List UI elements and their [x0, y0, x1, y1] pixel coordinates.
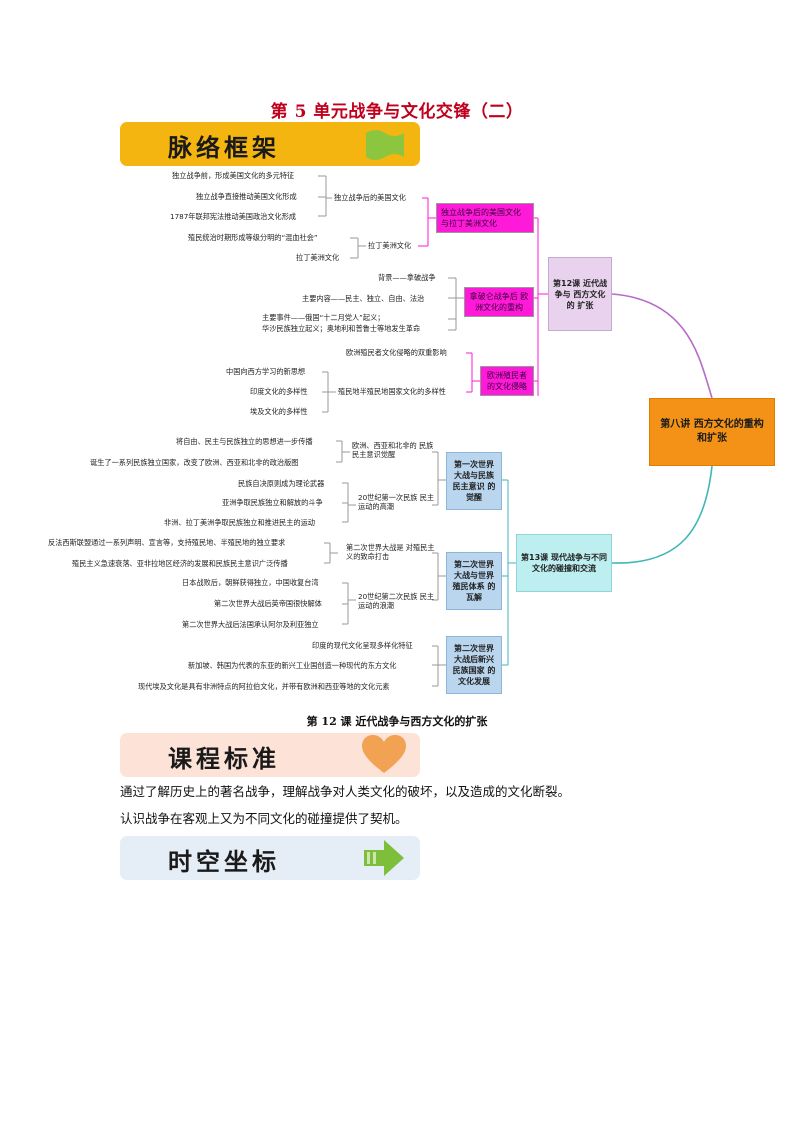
framework-banner-text: 脉络框架	[168, 133, 280, 162]
mindmap-center-label: 第八讲 西方文化的重构和扩张	[660, 419, 764, 444]
upper-item: 华沙民族独立起义；奥地利和普鲁士等地发生革命	[262, 324, 421, 333]
timeline-banner-text: 时空坐标	[168, 847, 280, 876]
upper-item: 拉丁美洲文化	[296, 253, 340, 262]
lower-sub-1-1: 欧洲、西亚和北非的 民族民主意识觉醒	[352, 441, 434, 459]
upper-topic-3: 欧洲殖民者 的文化侵略	[480, 366, 534, 396]
upper-item: 独立战争前，形成美国文化的多元特征	[172, 171, 295, 180]
lower-topic-2-label: 第二次世界 大战与世界 殖民体系 的瓦解	[452, 560, 496, 602]
page-title: 第 5 单元战争与文化交锋（二）	[270, 102, 524, 122]
upper-topic-3-label: 欧洲殖民者 的文化侵略	[487, 371, 527, 391]
upper-item: 埃及文化的多样性	[250, 407, 308, 416]
upper-item: 中国向西方学习的新思想	[226, 367, 306, 376]
lower-item: 印度的现代文化呈现多样化特征	[312, 641, 413, 650]
lower-topic-3: 第二次世界 大战后新兴 民族国家 的文化发展	[446, 636, 502, 694]
lesson-13-node: 第13课 现代战争与不同 文化的碰撞和交流	[516, 534, 612, 592]
lower-item: 第二次世界大战后英帝国很快解体	[214, 599, 322, 608]
flag-icon	[240, 128, 280, 162]
upper-topic-2: 拿破仑战争后 欧洲文化的重构	[464, 287, 534, 317]
lower-item: 日本战败后，朝鲜获得独立，中国收复台湾	[182, 578, 319, 587]
lower-item: 现代埃及文化是具有非洲特点的阿拉伯文化，并带有欧洲和西亚等地的文化元素	[138, 682, 390, 691]
lower-sub-1-2: 20世纪第一次民族 民主运动的高潮	[358, 493, 435, 511]
upper-item: 主要事件——俄国“十二月党人”起义；	[262, 313, 385, 322]
heart-icon	[362, 735, 406, 773]
lesson-12-node: 第12课 近代战争与 西方文化的 扩张	[548, 257, 612, 331]
lower-item: 第二次世界大战后法国承认阿尔及利亚独立	[182, 620, 319, 629]
upper-item: 1787年联邦宪法推动美国政治文化形成	[170, 212, 297, 221]
upper-sub-1-1: 独立战争后的美国文化	[334, 193, 406, 202]
lower-item: 新加坡、韩国为代表的东亚的新兴工业国创造一种现代的东方文化	[188, 661, 397, 670]
lower-topic-3-label: 第二次世界 大战后新兴 民族国家 的文化发展	[452, 644, 496, 686]
lower-item: 民族自决原则成为理论武器	[238, 479, 325, 488]
lower-item: 亚洲争取民族独立和解放的斗争	[222, 498, 323, 507]
lower-item: 将自由、民主与民族独立的思想进一步传播	[176, 437, 313, 446]
lesson-13-label: 第13课 现代战争与不同 文化的碰撞和交流	[521, 553, 607, 573]
lower-item: 反法西斯联盟通过一系列声明、宣言等，支持殖民地、半殖民地的独立要求	[48, 538, 286, 547]
mindmap-connectors	[318, 175, 713, 687]
upper-item: 主要内容——民主、独立、自由、法治	[302, 294, 425, 303]
flag-icon	[366, 130, 404, 160]
lesson-12-label: 第12课 近代战争与 西方文化的 扩张	[553, 278, 607, 310]
upper-topic-2-label: 拿破仑战争后 欧洲文化的重构	[469, 292, 529, 312]
mindmap-center-node: 第八讲 西方文化的重构和扩张	[649, 398, 775, 466]
upper-item: 印度文化的多样性	[250, 387, 308, 396]
lower-item: 诞生了一系列民族独立国家，改变了欧洲、西亚和北非的政治版图	[90, 458, 299, 467]
standard-line-2: 认识战争在客观上又为不同文化的碰撞提供了契机。	[120, 811, 408, 826]
lower-sub-2-2: 20世纪第二次民族 民主运动的浪潮	[358, 592, 435, 610]
lower-item: 殖民主义急速衰落、亚非拉地区经济的发展和民族民主意识广泛传播	[72, 559, 288, 568]
lower-item: 非洲、拉丁美洲争取民族独立和推进民主的运动	[164, 518, 315, 527]
lower-topic-1: 第一次世界 大战与民族 民主意识 的觉醒	[446, 452, 502, 510]
upper-item: 欧洲殖民者文化侵略的双重影响	[346, 348, 447, 357]
upper-topic-1: 独立战争后的美国文化 与拉丁美洲文化	[436, 203, 534, 233]
arrow-right-icon	[364, 840, 404, 876]
upper-sub-1-2: 拉丁美洲文化	[368, 241, 412, 250]
standard-banner-text: 课程标准	[168, 744, 280, 773]
upper-topic-1-label: 独立战争后的美国文化 与拉丁美洲文化	[441, 208, 521, 228]
lower-topic-1-label: 第一次世界 大战与民族 民主意识 的觉醒	[452, 460, 496, 502]
upper-item: 殖民统治时期形成等级分明的“混血社会”	[188, 233, 318, 242]
upper-item: 背景——拿破战争	[378, 273, 436, 282]
lower-sub-2-1: 第二次世界大战是 对殖民主义的致命打击	[346, 543, 435, 561]
standard-line-1: 通过了解历史上的著名战争，理解战争对人类文化的破坏，以及造成的文化断裂。	[120, 784, 571, 799]
upper-sub-3-1: 殖民地半殖民地国家文化的多样性	[338, 387, 446, 396]
lower-topic-2: 第二次世界 大战与世界 殖民体系 的瓦解	[446, 552, 502, 610]
upper-item: 独立战争直接推动美国文化形成	[196, 192, 297, 201]
section-heading: 第 12 课 近代战争与西方文化的扩张	[306, 715, 488, 728]
